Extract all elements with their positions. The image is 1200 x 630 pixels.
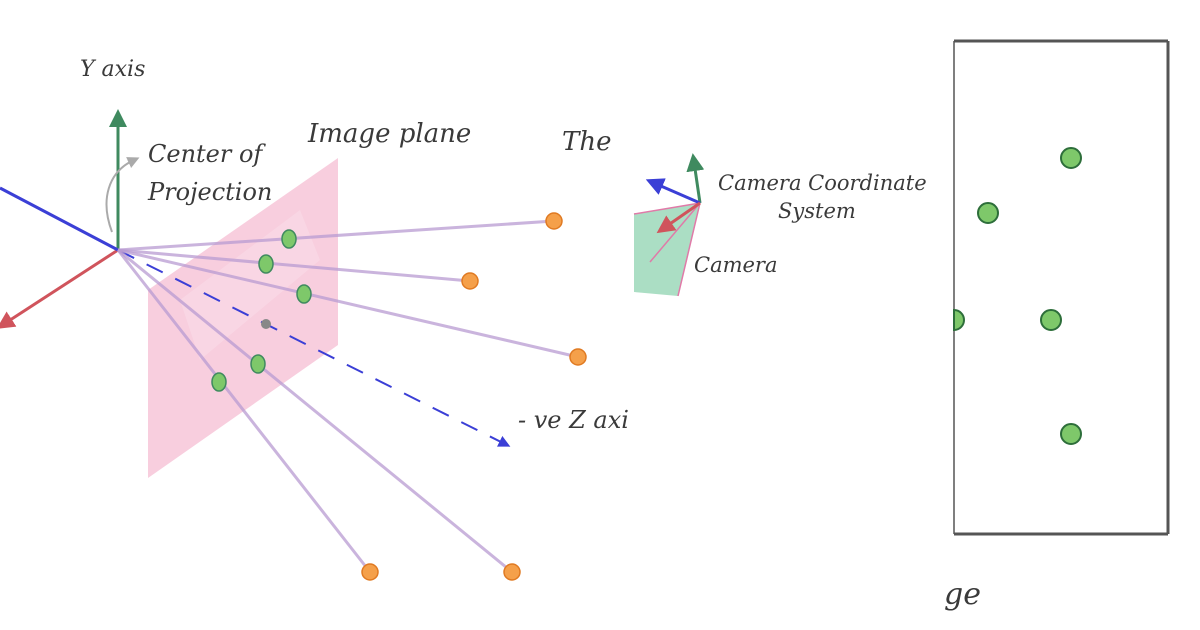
image-point	[977, 202, 999, 224]
camera-coordinate-system-icon	[633, 153, 705, 297]
ray	[117, 219, 555, 252]
camera-body	[634, 203, 700, 296]
ray	[117, 248, 513, 574]
the-partial-label: The	[562, 127, 611, 157]
scene-point	[545, 212, 563, 230]
scene-point	[503, 563, 521, 581]
camera-x-axis	[656, 201, 701, 234]
camera-z-axis	[645, 178, 701, 205]
image-point	[1040, 309, 1062, 331]
scene-points	[361, 212, 587, 581]
ray	[116, 249, 372, 573]
negative-z-axis-label: - ve Z axi	[518, 406, 629, 434]
camera-label: Camera	[694, 253, 778, 277]
image-plane-shading	[180, 210, 320, 360]
white-mask-left	[940, 30, 954, 550]
scene-point	[569, 348, 587, 366]
image-points	[953, 147, 1082, 445]
camera-coordinate-system-label-line2: System	[778, 199, 856, 223]
image-partial-label: ge	[944, 577, 981, 612]
projected-point	[250, 354, 266, 374]
ray	[117, 248, 471, 283]
camera-frustum-edge	[633, 202, 701, 215]
camera-y-axis	[686, 153, 705, 204]
center-of-projection-label-line2: Projection	[147, 178, 272, 206]
image-frame	[954, 39, 1170, 536]
image-point	[1060, 147, 1082, 169]
projected-point	[281, 229, 297, 249]
center-pointer-arrow	[105, 157, 140, 233]
image-point-partial	[953, 308, 965, 332]
camera-frustum-edge	[677, 202, 701, 297]
principal-point	[261, 319, 271, 329]
negative-z-axis-line	[117, 249, 511, 447]
projected-point	[258, 254, 274, 274]
z-axis-line	[0, 186, 119, 252]
scene-point	[461, 272, 479, 290]
camera-coordinate-system-label-line1: Camera Coordinate	[718, 171, 927, 195]
x-axis-line	[0, 248, 119, 329]
y-axis-label: Y axis	[80, 57, 145, 82]
projection-rays	[116, 219, 579, 574]
projected-point	[296, 284, 312, 304]
image-point	[1060, 423, 1082, 445]
projected-point	[211, 372, 227, 392]
center-of-projection-label-line1: Center of	[148, 140, 266, 168]
ray	[117, 248, 579, 359]
image-plane-label: Image plane	[307, 119, 471, 149]
projected-points	[211, 229, 312, 392]
scene-point	[361, 563, 379, 581]
